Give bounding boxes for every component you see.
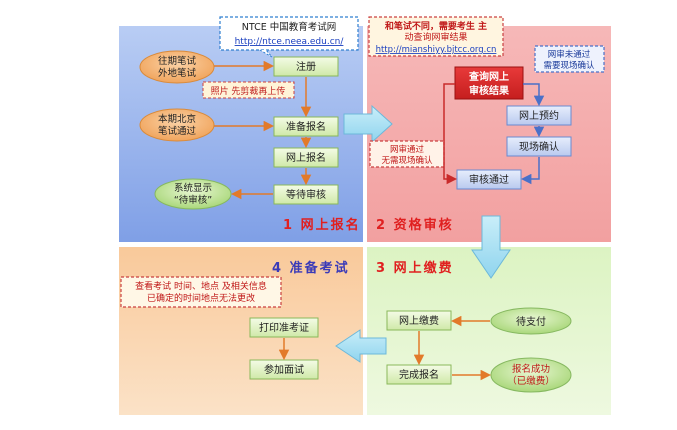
query-result-line1: 查询网上: [468, 70, 509, 83]
photo-note-callout: [202, 81, 295, 99]
arrow-query-to-booking: [523, 83, 545, 107]
photo-note: 照片 先剪裁再上传: [211, 85, 286, 97]
exam-info-line1: 查看考试 时间、地点 及相关信息: [135, 280, 267, 292]
review-fail-line2: 需要现场确认: [543, 60, 595, 71]
oval-prev-exam: [139, 50, 215, 84]
attend-interview-label: 参加面试: [264, 363, 304, 376]
apply-success-line1: 报名成功: [512, 363, 550, 375]
review-fail-callout: [534, 45, 605, 73]
online-pay-label: 网上缴费: [399, 314, 439, 327]
review-fail-line1: 网审未通过: [548, 49, 591, 60]
oval-current-exam: [139, 108, 215, 142]
review-pass-line2: 无需现场确认: [381, 155, 433, 166]
review-note-line2: 动查询网审结果: [404, 31, 467, 43]
exam-info-callout: [120, 276, 282, 308]
online-booking-label: 网上预约: [519, 109, 559, 122]
ntce-callout-pointer: [259, 49, 273, 58]
quadrant-label-1: 1 网上报名: [283, 217, 361, 233]
transition-arrow-right: [343, 104, 393, 144]
arrow-confirm-to-passed: [520, 157, 540, 185]
transition-arrow-left: [335, 329, 387, 363]
complete-apply-label: 完成报名: [399, 368, 439, 381]
transition-arrow-down: [471, 215, 511, 279]
ntce-site-callout: [219, 16, 359, 51]
quadrant-label-4: 4 准备考试: [272, 260, 350, 276]
review-passed-label: 审核通过: [469, 173, 509, 186]
prepare-apply-label: 准备报名: [286, 120, 326, 133]
pending-pay-label: 待支付: [516, 315, 546, 328]
quadrant-label-3: 3 网上缴费: [376, 260, 454, 276]
ntce-site-name: NTCE 中国教育考试网: [242, 21, 337, 33]
review-pass-line1: 网审通过: [390, 144, 425, 155]
current-exam-line1: 本期北京: [158, 113, 196, 125]
wait-review-label: 等待审核: [286, 188, 326, 201]
apply-success-line2: （已缴费）: [507, 375, 555, 387]
ntce-site-link[interactable]: http://ntce.neea.edu.cn/: [235, 37, 345, 47]
review-note-callout: [368, 16, 504, 57]
system-shows-line2: “待审核”: [174, 194, 212, 206]
onsite-confirm-label: 现场确认: [519, 140, 559, 153]
print-ticket-label: 打印准考证: [259, 321, 309, 334]
system-shows-line1: 系统显示: [174, 182, 212, 194]
register-label: 注册: [296, 60, 316, 73]
prev-exam-line1: 往期笔试: [158, 55, 197, 67]
online-apply-label: 网上报名: [286, 151, 326, 164]
review-note-line1: 和笔试不同，需要考生 主: [384, 20, 487, 32]
current-exam-line2: 笔试通过: [158, 125, 197, 137]
arrow-query-to-passed: [443, 83, 458, 185]
oval-pending-pay: [490, 307, 572, 335]
box-query-result: [454, 66, 524, 100]
review-pass-callout: [369, 140, 445, 168]
box-print-ticket: [249, 317, 319, 338]
query-result-line2: 审核结果: [469, 84, 510, 97]
review-note-link[interactable]: http://mianshiyy.bjtcc.org.cn: [376, 45, 497, 55]
quadrant-label-2: 2 资格审核: [376, 217, 454, 233]
prev-exam-line2: 外地笔试: [158, 67, 197, 79]
quadrant-prepare-exam: [117, 245, 365, 417]
exam-info-line2: 已确定的时间地点无法更改: [147, 292, 255, 304]
